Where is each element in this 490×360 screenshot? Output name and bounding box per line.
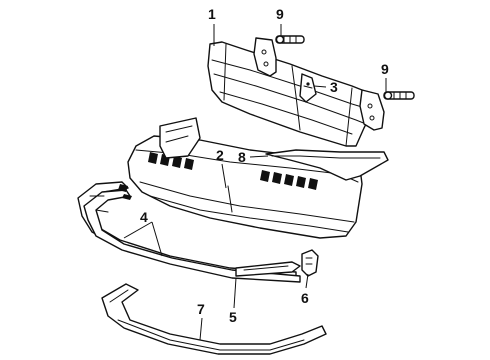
callout-4: 4 <box>140 209 148 225</box>
leader-8 <box>249 155 269 158</box>
mounting-bracket-part-9-right <box>359 89 415 131</box>
leader-7 <box>199 317 203 341</box>
air-deflector-part-7 <box>101 283 327 355</box>
small-bracket-part-3 <box>299 73 317 103</box>
filler-strip-part-8 <box>265 149 389 181</box>
leader-3 <box>313 85 327 88</box>
callout-1: 1 <box>208 6 216 22</box>
leader-6 <box>305 273 309 289</box>
impact-bar-part-1 <box>207 41 379 147</box>
leader-5 <box>233 277 237 309</box>
mounting-bracket-part-9-left <box>253 35 305 77</box>
callout-9-right: 9 <box>381 61 389 77</box>
leader-lines <box>123 24 387 341</box>
callout-5: 5 <box>229 309 237 325</box>
callout-7: 7 <box>197 301 205 317</box>
leader-2 <box>221 163 227 189</box>
molding-strip-part-5 <box>235 261 301 277</box>
callout-6: 6 <box>301 290 309 306</box>
callout-9-left: 9 <box>276 6 284 22</box>
molding-strip-part-4 <box>77 181 301 283</box>
leader-4b <box>123 221 153 239</box>
callout-2: 2 <box>216 147 224 163</box>
callout-labels: 1 9 9 3 8 2 4 6 5 7 <box>140 6 389 325</box>
leader-4a <box>151 221 163 257</box>
callout-8: 8 <box>238 149 246 165</box>
callout-3: 3 <box>330 79 338 95</box>
clip-part-6 <box>301 249 319 277</box>
